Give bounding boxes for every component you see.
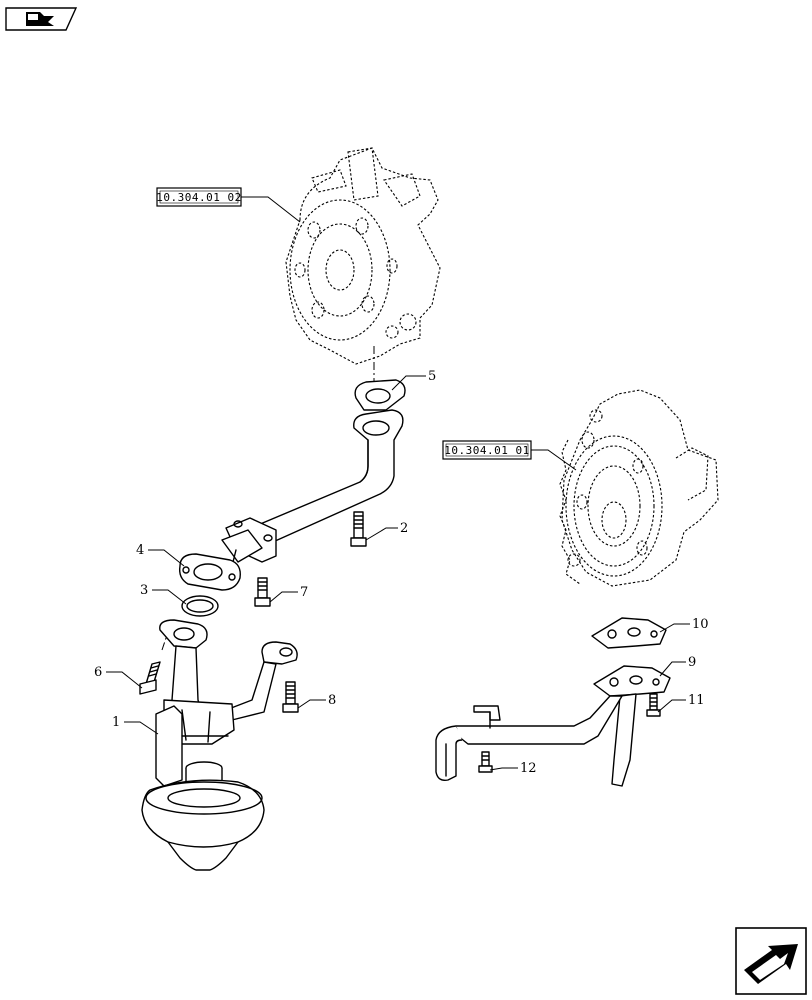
gasket-part-10[interactable] [591, 617, 667, 649]
callout-3: 3 [140, 583, 148, 598]
oil-pump-right-phantom [559, 389, 719, 587]
callout-8: 8 [328, 693, 336, 708]
callout-10: 10 [692, 617, 709, 632]
reference-label-right: 10.304.01 01 [444, 444, 529, 457]
callout-5: 5 [428, 369, 436, 384]
bolt-part-8[interactable] [282, 681, 299, 713]
callout-7: 7 [300, 585, 308, 600]
callout-11: 11 [688, 693, 705, 708]
bolt-part-6[interactable] [139, 661, 161, 695]
bolt-part-7[interactable] [254, 577, 271, 607]
callout-6: 6 [94, 665, 102, 680]
oil-strainer-part-1[interactable] [141, 619, 298, 871]
bolt-part-11[interactable] [646, 693, 661, 717]
bolt-part-2[interactable] [350, 511, 367, 547]
oil-pump-upper-phantom [285, 147, 441, 365]
callout-1: 1 [112, 715, 120, 730]
callout-12: 12 [520, 761, 537, 776]
reference-label-top: 10.304.01 02 [156, 191, 241, 204]
callout-2: 2 [400, 521, 408, 536]
flange-gasket-part-4[interactable] [178, 553, 241, 591]
book-arrow-icon[interactable] [5, 7, 78, 31]
next-page-arrow-icon[interactable] [735, 927, 807, 995]
reference-box-top[interactable]: 10.304.01 02 [156, 187, 301, 223]
callouts: 5 2 4 3 7 6 8 1 10 9 11 12 [94, 369, 709, 776]
suction-pipe-upper[interactable] [215, 409, 404, 574]
bolt-part-12[interactable] [478, 751, 493, 773]
callout-4: 4 [136, 543, 144, 558]
reference-box-right[interactable]: 10.304.01 01 [442, 440, 577, 471]
o-ring-part-3[interactable] [181, 595, 219, 617]
callout-9: 9 [688, 655, 696, 670]
pipe-part-9[interactable] [435, 665, 671, 787]
gasket-part-5[interactable] [354, 379, 406, 411]
